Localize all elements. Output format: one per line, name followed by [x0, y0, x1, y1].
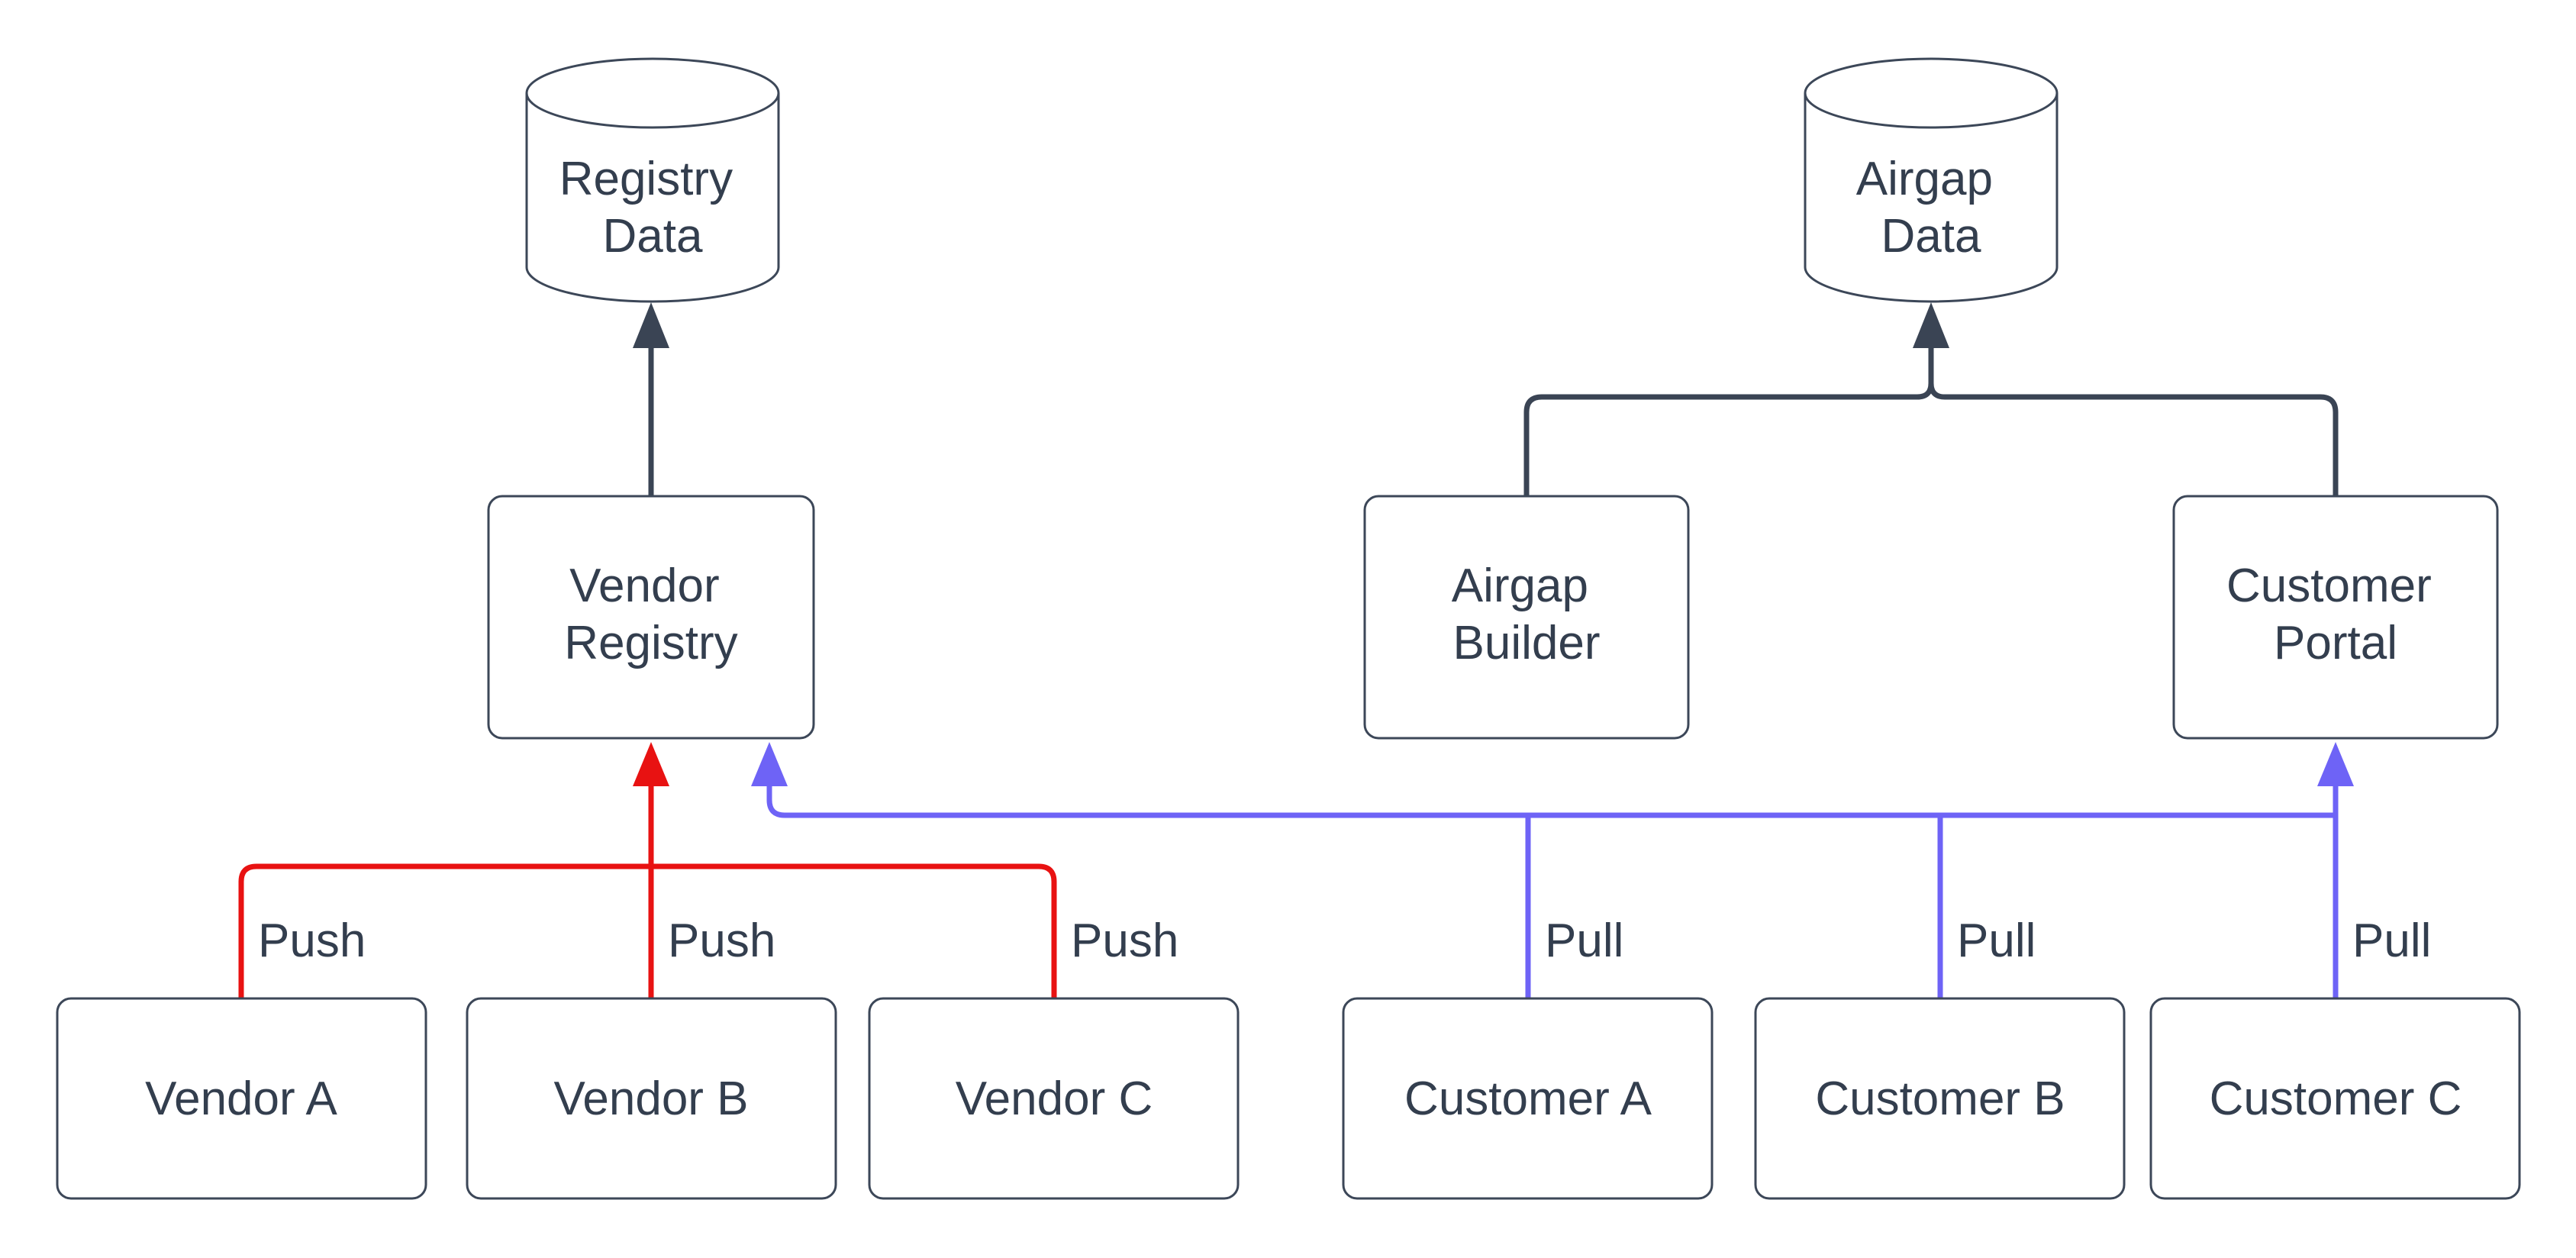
edge-vendor-a-push — [238, 863, 654, 1002]
vendor-registry-box — [487, 495, 815, 740]
edges-pull — [751, 742, 2354, 1002]
node-airgap-data: Airgap Data — [1804, 57, 2059, 303]
node-vendor-registry: Vendor Registry — [487, 495, 815, 740]
arrowhead-push-vendor-registry — [633, 742, 669, 786]
airgap-data-cylinder-body — [1804, 93, 2059, 303]
customer-b-label: Customer B — [1815, 1073, 2065, 1125]
edge-airgap-builder-to-airgap-data — [1523, 345, 1934, 499]
registry-data-cylinder-body — [525, 93, 780, 303]
vendor-b-label: Vendor B — [553, 1073, 748, 1125]
node-airgap-builder: Airgap Builder — [1363, 495, 1690, 740]
arrowhead-airgap-data — [1913, 302, 1949, 348]
customer-portal-box — [2172, 495, 2499, 740]
node-customer-c: Customer C — [2149, 997, 2521, 1200]
node-vendor-c: Vendor C — [868, 997, 1240, 1200]
edge-customer-portal-to-airgap-data — [1928, 345, 2339, 499]
airgap-builder-label: Airgap Builder — [1452, 560, 1601, 669]
edges-dark — [633, 302, 2339, 499]
airgap-builder-box — [1363, 495, 1690, 740]
node-customer-b: Customer B — [1754, 997, 2126, 1200]
edge-label-pull-customer-b: Pull — [1957, 914, 2036, 967]
edge-pull-bus-to-vendor-registry — [766, 783, 2339, 818]
vendor-b-box — [466, 997, 837, 1200]
vendor-a-label: Vendor A — [145, 1073, 337, 1125]
node-vendor-a: Vendor A — [56, 997, 427, 1200]
airgap-data-label: Airgap Data — [1856, 153, 2006, 263]
customer-c-label: Customer C — [2210, 1073, 2462, 1125]
registry-data-cylinder-top — [525, 57, 780, 129]
node-customer-a: Customer A — [1342, 997, 1714, 1200]
vendor-a-box — [56, 997, 427, 1200]
edge-labels: Push Push Push Pull Pull Pull — [258, 914, 2431, 967]
node-customer-portal: Customer Portal — [2172, 495, 2499, 740]
arrowhead-registry-data — [633, 302, 669, 348]
edge-label-pull-customer-a: Pull — [1545, 914, 1623, 967]
vendor-c-box — [868, 997, 1240, 1200]
edges-push — [238, 742, 1057, 1002]
customer-c-box — [2149, 997, 2521, 1200]
customer-b-box — [1754, 997, 2126, 1200]
arrowhead-pull-vendor-registry — [751, 742, 788, 786]
vendor-c-label: Vendor C — [956, 1073, 1153, 1125]
node-vendor-b: Vendor B — [466, 997, 837, 1200]
customer-a-label: Customer A — [1404, 1073, 1652, 1125]
customer-portal-label: Customer Portal — [2226, 560, 2445, 669]
airgap-data-cylinder-top — [1804, 57, 2059, 129]
edge-vendor-c-push — [648, 863, 1057, 1002]
edge-label-push-vendor-c: Push — [1071, 914, 1178, 967]
registry-data-label: Registry Data — [559, 153, 746, 263]
node-registry-data: Registry Data — [525, 57, 780, 303]
customer-a-box — [1342, 997, 1714, 1200]
edge-label-push-vendor-a: Push — [258, 914, 366, 967]
edge-label-push-vendor-b: Push — [668, 914, 775, 967]
arrowhead-pull-customer-portal — [2317, 742, 2354, 786]
edge-label-pull-customer-c: Pull — [2352, 914, 2431, 967]
vendor-registry-label: Vendor Registry — [564, 560, 737, 669]
